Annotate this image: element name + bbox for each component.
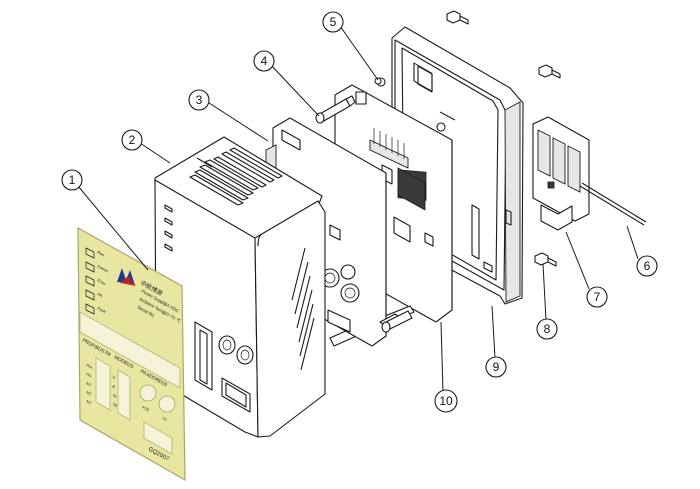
screws <box>374 10 561 267</box>
callout-9-text: 9 <box>493 360 500 374</box>
terminal-label-modbus: A <box>112 375 117 380</box>
terminal-label-modbus: TA <box>112 393 118 399</box>
nameplate-label: 中航博源 Power Supply 24 VDC Ambient Temp. -… <box>77 226 186 482</box>
terminal-label-pa: NC <box>86 390 93 396</box>
din-rail-clip <box>532 116 647 231</box>
callout-3-text: 3 <box>196 93 203 107</box>
callout-2-text: 2 <box>129 133 136 147</box>
terminal-label-pa: NC <box>86 381 93 387</box>
screw-mid <box>534 252 557 267</box>
dial-label-x10: X10 <box>142 405 151 413</box>
side-slots <box>164 204 173 252</box>
callout-4-text: 4 <box>261 54 268 68</box>
terminal-label-pa: NC <box>86 399 93 405</box>
callout-7: 7 <box>586 286 608 308</box>
screw-right <box>538 64 561 79</box>
callout-4: 4 <box>253 50 275 72</box>
callout-8: 8 <box>536 318 558 340</box>
right-vents <box>291 247 315 371</box>
connector-openings <box>194 321 254 413</box>
top-vents <box>189 147 283 206</box>
header-pins <box>369 128 409 169</box>
terminal-label-modbus: TB <box>112 402 119 408</box>
terminal-label-modbus: B <box>112 384 117 389</box>
callout-3: 3 <box>188 89 210 111</box>
led-label: Error <box>97 278 108 287</box>
callout-2: 2 <box>121 129 143 151</box>
terminal-label-pa: PA+ <box>86 363 95 370</box>
callout-6-text: 6 <box>644 259 651 273</box>
led-label: Comm <box>97 264 110 274</box>
callout-5-text: 5 <box>330 15 337 29</box>
callout-1-text: 1 <box>69 173 76 187</box>
led-indicators <box>85 247 95 315</box>
terminal-label-pa: PA- <box>86 372 94 379</box>
led-label: Fault <box>97 306 108 315</box>
callout-1: 1 <box>61 169 83 191</box>
callout-9: 9 <box>485 356 507 378</box>
leader-lines <box>77 25 639 393</box>
standoff-screws <box>315 95 413 333</box>
callout-5: 5 <box>322 11 344 33</box>
callout-7-text: 7 <box>594 290 601 304</box>
callout-6: 6 <box>636 255 658 277</box>
screw-top <box>446 10 469 25</box>
callout-10-text: 10 <box>439 394 453 408</box>
led-label: PA <box>97 292 104 299</box>
dial-label-x1: X1 <box>162 416 169 423</box>
callout-10: 10 <box>434 389 458 413</box>
brand-logo <box>117 268 136 286</box>
callout-8-text: 8 <box>544 322 551 336</box>
led-label: Run <box>97 250 106 258</box>
